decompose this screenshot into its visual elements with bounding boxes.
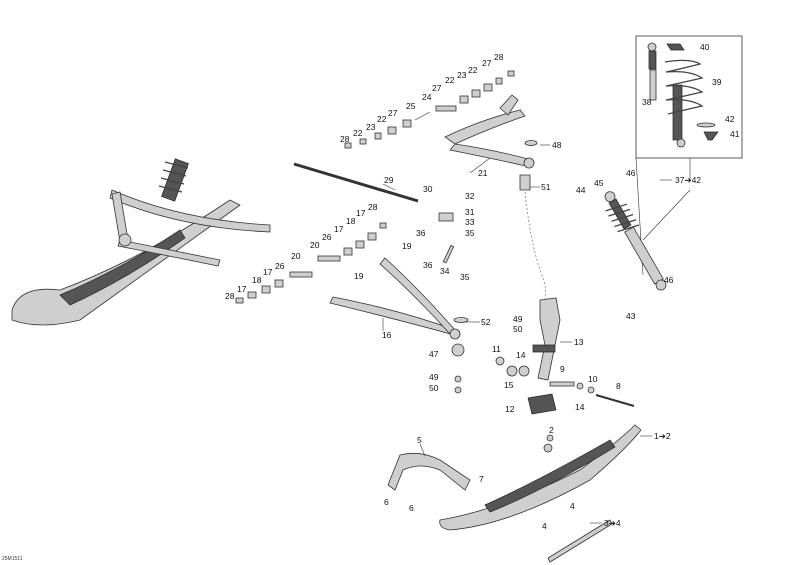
callout: 6	[409, 503, 414, 513]
callout: 28	[225, 291, 235, 301]
callout: 22	[353, 128, 363, 138]
callout: 22	[445, 75, 455, 85]
callout: 38	[642, 97, 652, 107]
callout: 41	[730, 129, 740, 139]
ski	[387, 424, 642, 563]
callout: 30	[423, 184, 433, 194]
callout: 19	[402, 241, 412, 251]
callout: 4	[542, 521, 547, 531]
assembled-view	[11, 158, 271, 326]
callout: 17	[237, 284, 247, 294]
callout: 28	[340, 134, 350, 144]
upper-a-arm	[444, 94, 535, 169]
callout: 40	[700, 42, 710, 52]
callout: 34	[440, 266, 450, 276]
callout: 19	[354, 271, 364, 281]
callout: 1➔2	[654, 431, 671, 441]
callout: 43	[626, 311, 636, 321]
callout: 16	[382, 330, 392, 340]
callout: 7	[479, 474, 484, 484]
callout: 9	[560, 364, 565, 374]
callout: 36	[423, 260, 433, 270]
callout: 37➔42	[675, 175, 701, 185]
callout: 17	[356, 208, 366, 218]
callout: 45	[594, 178, 604, 188]
callout: 46	[664, 275, 674, 285]
callout: 15	[504, 380, 514, 390]
lower-a-arm	[329, 257, 461, 340]
callout: 27	[482, 58, 492, 68]
callout: 18	[346, 216, 356, 226]
callout: 13	[574, 337, 584, 347]
callout: 25	[406, 101, 416, 111]
callout: 27	[432, 83, 442, 93]
callout: 14	[575, 402, 585, 412]
callout: 50	[513, 324, 523, 334]
callout: 48	[552, 140, 562, 150]
tie-rod	[293, 162, 419, 203]
callout-labels: 40 39 38 42 41 37➔42 46 45 44 46 43 28 2…	[225, 42, 740, 531]
callout: 46	[626, 168, 636, 178]
upper-bushings	[344, 70, 515, 149]
lower-bushings	[235, 222, 387, 304]
callout: 17	[263, 267, 273, 277]
main-shock	[604, 191, 667, 291]
callout: 50	[429, 383, 439, 393]
callout: 28	[368, 202, 378, 212]
callout: 28	[494, 52, 504, 62]
callout: 2	[549, 425, 554, 435]
spindle	[532, 297, 561, 381]
callout: 52	[481, 317, 491, 327]
callout: 23	[457, 70, 467, 80]
callout: 47	[429, 349, 439, 359]
callout: 35	[465, 228, 475, 238]
callout: 36	[416, 228, 426, 238]
callout: 24	[422, 92, 432, 102]
small-parts	[438, 140, 635, 415]
callout: 26	[275, 261, 285, 271]
leader-dashed	[524, 191, 547, 301]
callout: 26	[322, 232, 332, 242]
callout: 12	[505, 404, 515, 414]
callout: 27	[388, 108, 398, 118]
shock-inset-box	[635, 35, 743, 159]
drawing-code: 25M1511	[2, 556, 23, 562]
callout: 31	[465, 207, 475, 217]
callout: 8	[616, 381, 621, 391]
callout: 6	[384, 497, 389, 507]
callout: 29	[384, 175, 394, 185]
callout: 51	[541, 182, 551, 192]
callout: 18	[252, 275, 262, 285]
callout: 11	[492, 344, 501, 354]
callout: 23	[366, 122, 376, 132]
callout: 49	[513, 314, 523, 324]
leader-lines	[382, 144, 672, 524]
callout: 33	[465, 217, 475, 227]
callout: 17	[334, 224, 344, 234]
callout: 3➔4	[604, 518, 621, 528]
callout: 35	[460, 272, 470, 282]
callout: 44	[576, 185, 586, 195]
inset-shock	[647, 42, 719, 148]
callout: 21	[478, 168, 488, 178]
callout: 14	[516, 350, 526, 360]
callout: 22	[468, 65, 478, 75]
callout: 20	[310, 240, 320, 250]
callout: 5	[417, 435, 422, 445]
callout: 20	[291, 251, 301, 261]
callout: 49	[429, 372, 439, 382]
callout: 4	[570, 501, 575, 511]
callout: 32	[465, 191, 475, 201]
callout: 39	[712, 77, 722, 87]
callout: 22	[377, 114, 387, 124]
callout: 42	[725, 114, 735, 124]
callout: 10	[588, 374, 598, 384]
